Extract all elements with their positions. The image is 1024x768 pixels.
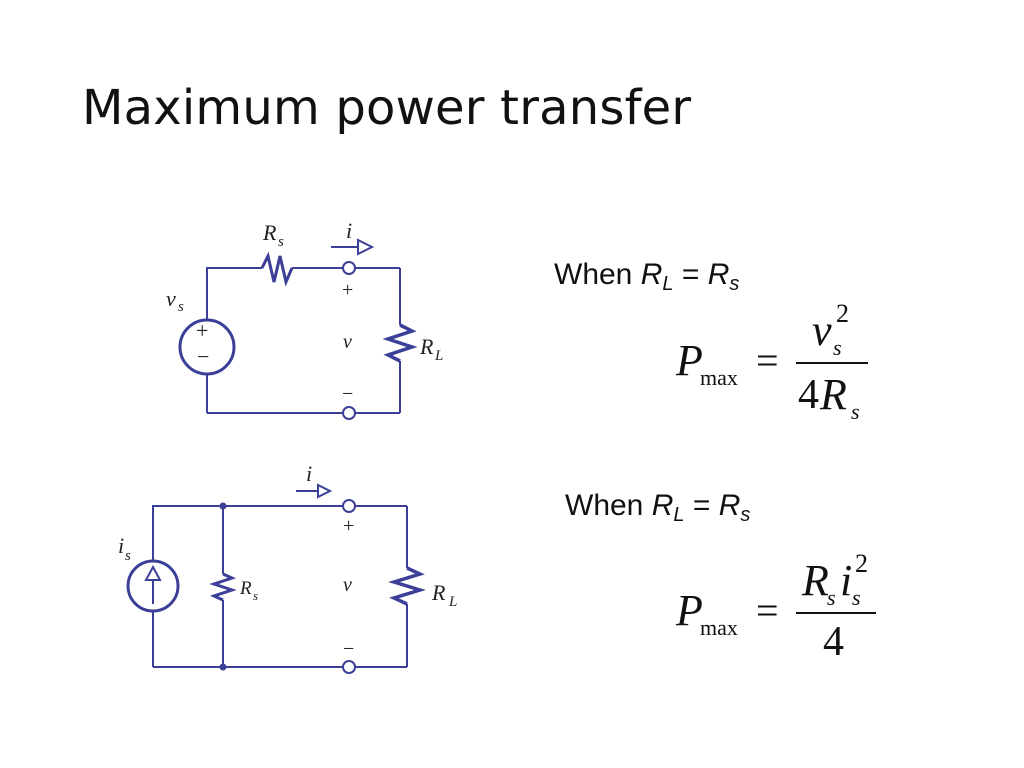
circuit-2-current-source [126, 483, 426, 674]
circuit1-voltage-label: v [343, 331, 352, 353]
circuit2-shunt-resistor-sub: s [253, 588, 258, 603]
circuit1-plus: + [342, 279, 353, 301]
circuit2-shunt-resistor-label: R [239, 578, 252, 599]
circuit2-load-resistor [388, 566, 426, 606]
formula2-num-sub1: s [827, 585, 836, 610]
condition-1: When RL = Rs [554, 258, 740, 295]
formula2-num-sub2: s [852, 585, 861, 610]
condition1-r2: R [707, 258, 730, 291]
circuit1-source-plus: + [196, 318, 208, 343]
condition1-equals: = [681, 258, 700, 291]
circuit1-load-sub: L [434, 348, 443, 364]
circuit2-current-label: i [306, 461, 312, 486]
circuit1-source-minus: − [197, 344, 209, 369]
formula2-fraction-bar [796, 612, 876, 614]
circuit1-terminal-top [342, 261, 356, 275]
formula1-num-sup: 2 [836, 299, 849, 328]
condition1-r1-sub: L [662, 273, 674, 295]
formula1-equals: = [756, 338, 779, 383]
circuit1-series-resistor [260, 251, 294, 287]
condition2-r1-sub: L [673, 504, 685, 526]
formula1-den-var: R [820, 370, 847, 419]
circuit2-voltage-label: v [343, 574, 352, 596]
formula-2: P max = R s i s 2 4 [676, 549, 896, 675]
circuit1-series-resistor-sub: s [278, 234, 284, 250]
circuit1-voltage-source-symbol [178, 318, 236, 376]
condition2-r1: R [651, 489, 674, 522]
circuit2-load-sub: L [448, 594, 457, 610]
condition2-r2: R [718, 489, 741, 522]
circuit2-minus: − [343, 638, 354, 660]
formula1-fraction-bar [796, 362, 868, 364]
formula2-num-var1: R [802, 556, 829, 605]
formula1-num-var: v [812, 306, 832, 355]
formula1-lhs-sub: max [700, 365, 738, 390]
formula1-lhs: P [676, 336, 703, 385]
slide-title: Maximum power transfer [82, 80, 692, 136]
circuit2-junction-bottom [219, 663, 227, 671]
circuit2-load-label: R [431, 580, 446, 605]
circuit1-current-label: i [346, 218, 352, 243]
condition2-equals: = [692, 489, 711, 522]
formula2-den: 4 [823, 619, 844, 665]
circuit2-terminal-bottom [342, 660, 356, 674]
circuit1-source-label: v [166, 286, 176, 311]
formula2-lhs-sub: max [700, 615, 738, 640]
circuit1-load-resistor [382, 323, 418, 363]
circuit2-source-label: i [118, 533, 124, 558]
condition2-r2-sub: s [740, 504, 751, 526]
formula2-num-var2: i [840, 556, 853, 605]
circuit2-source-label-sub: s [125, 548, 131, 564]
formula2-lhs: P [676, 586, 703, 635]
formula1-den-coef: 4 [798, 372, 819, 418]
condition2-when: When [565, 489, 644, 522]
circuit1-top-wire-left [206, 267, 262, 320]
circuit1-series-resistor-label: R [262, 220, 277, 245]
condition1-when: When [554, 258, 633, 291]
circuit2-plus: + [343, 515, 354, 537]
circuit-1-voltage-source [178, 238, 418, 420]
circuit1-minus: − [342, 383, 353, 405]
condition-2: When RL = Rs [565, 489, 751, 526]
formula2-equals: = [756, 588, 779, 633]
circuit2-junction-top [219, 502, 227, 510]
circuit2-left-wire-top [152, 505, 343, 560]
circuit2-terminal-top [342, 499, 356, 513]
formula-1: P max = v s 2 4 R s [676, 299, 886, 430]
circuit1-terminal-bottom [342, 406, 356, 420]
formula1-den-sub: s [851, 399, 860, 424]
circuit1-source-label-sub: s [178, 299, 184, 315]
circuit2-shunt-resistor [209, 572, 237, 602]
formula2-num-sup: 2 [855, 549, 868, 578]
circuit1-load-label: R [419, 334, 434, 359]
formula1-num-sub: s [833, 335, 842, 360]
circuit2-current-source-symbol [126, 559, 180, 613]
condition1-r2-sub: s [729, 273, 740, 295]
condition1-r1: R [640, 258, 663, 291]
